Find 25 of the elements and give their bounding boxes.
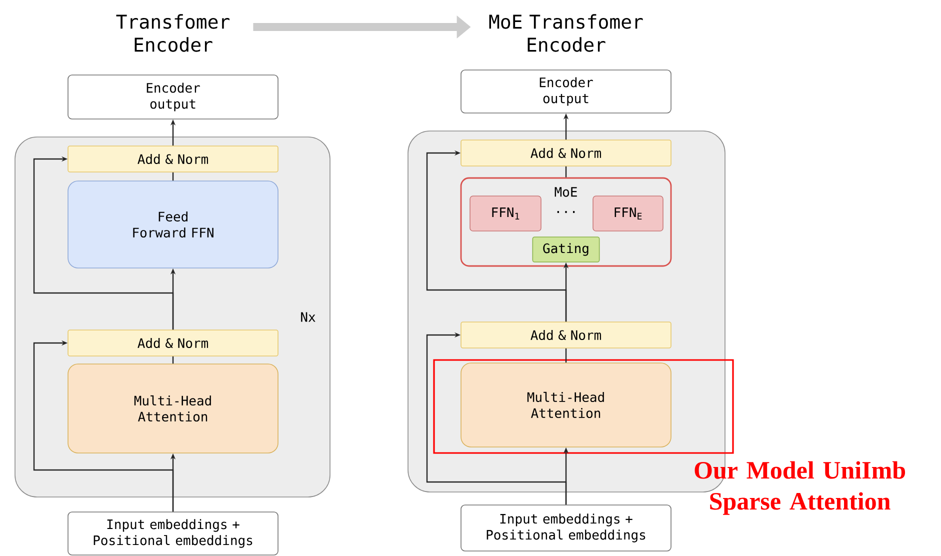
expert-box: FFN$_{E}$ (592, 196, 664, 232)
connector-line (565, 348, 567, 363)
io-box: Encoder output (68, 74, 278, 120)
expert-box: FFN$_{1}$ (470, 196, 542, 232)
io-box: Input embeddings + Positional embeddings (68, 512, 278, 556)
add-norm-box: Add & Norm (460, 322, 672, 348)
add-norm-box: Add & Norm (68, 330, 278, 356)
gating-box: Gating (532, 236, 600, 262)
title-text: MoE Transfomer Encoder (489, 14, 643, 52)
title-text: Transfomer Encoder (116, 14, 230, 52)
add-norm-box: Add & Norm (68, 146, 278, 172)
node-label: Our Model UniImb Sparse Attention (694, 461, 906, 515)
attention-box: Multi-Head Attention (68, 364, 278, 454)
io-box: Input embeddings + Positional embeddings (460, 504, 672, 552)
arrow (33, 340, 174, 512)
connector-line (565, 166, 567, 178)
arrow (33, 156, 174, 330)
add-norm-box: Add & Norm (460, 140, 672, 166)
connector-line (172, 356, 174, 364)
arrow (426, 332, 567, 505)
arrow (426, 150, 567, 322)
io-box: Encoder output (460, 70, 672, 114)
feed-forward-box: Feed Forward FFN (68, 180, 278, 268)
connector-line (172, 172, 174, 181)
attention-box: Multi-Head Attention (460, 362, 672, 448)
